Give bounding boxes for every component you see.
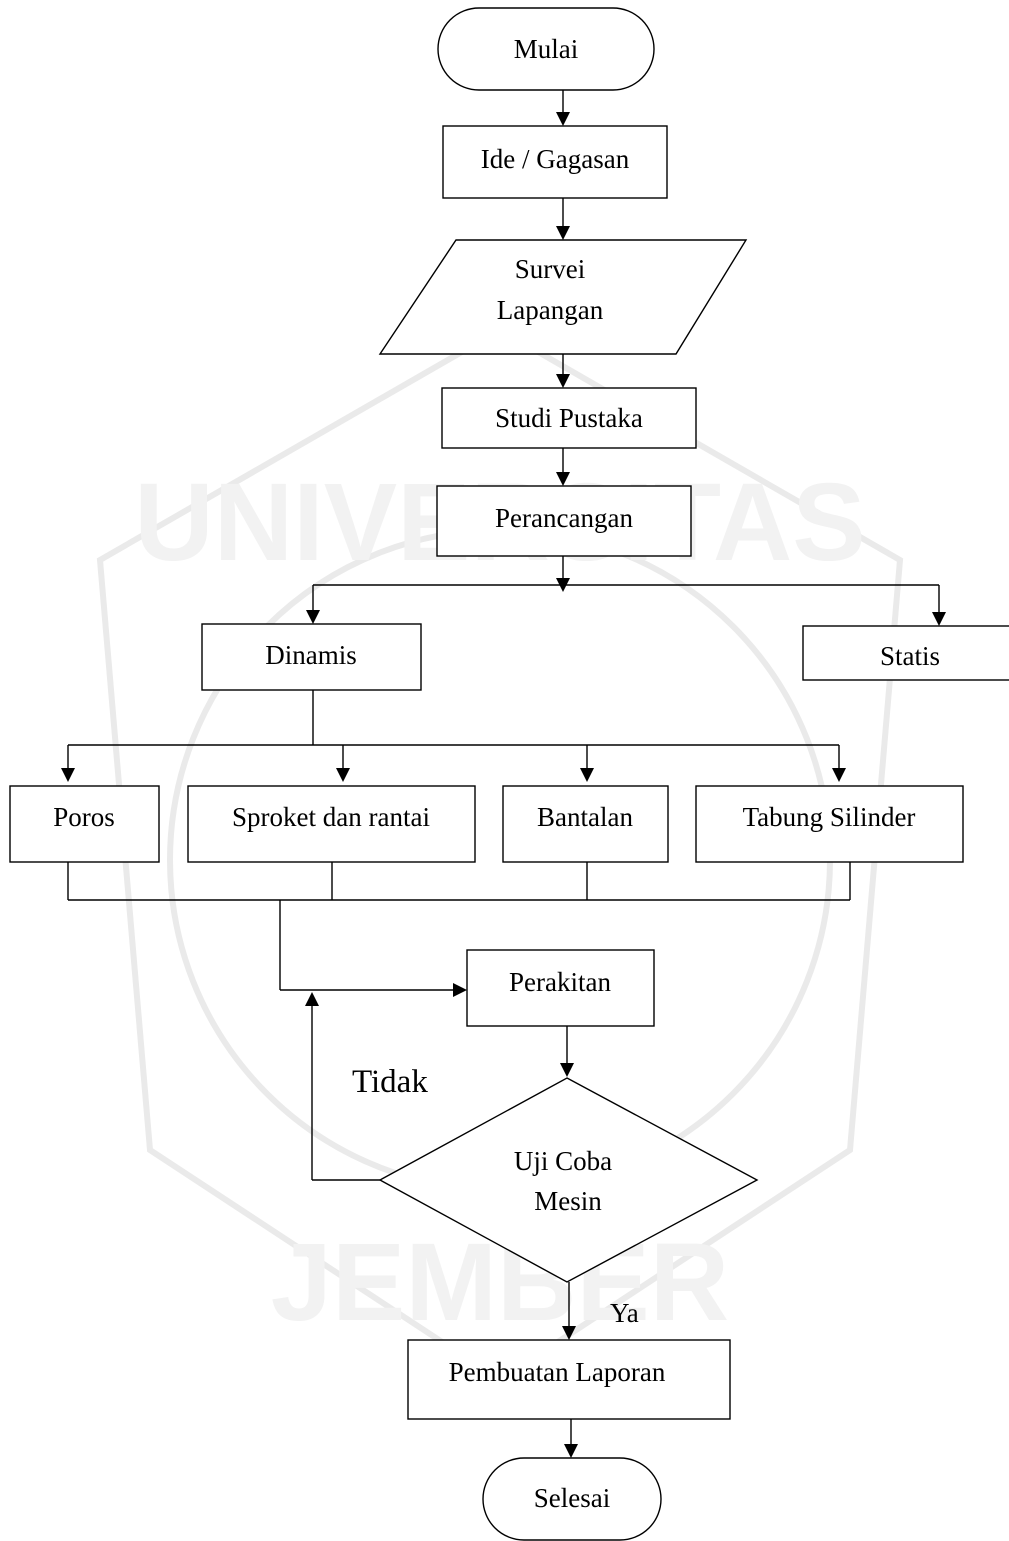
arrow-head-test-report [562,1326,576,1340]
yes-label: Ya [610,1298,639,1328]
end-terminator [482,1457,662,1541]
start-label: Mulai [514,34,579,64]
idea-label: Ide / Gagasan [481,144,630,174]
cylinder-box [695,785,964,863]
arrow-head-to-bearing [580,768,594,782]
start-terminator [437,7,655,91]
sprocket-label: Sproket dan rantai [232,802,430,832]
arrow-head-to-sprocket [336,768,350,782]
arrow-head-to-shaft [61,768,75,782]
survey-parallelogram [378,239,748,355]
report-box [407,1339,731,1420]
arrow-head-to-assembly [453,983,467,997]
survey-label-line1: Survei [515,254,586,284]
dynamic-box [201,623,422,691]
arrow-head-literature-design [556,472,570,486]
test-label-line2: Mesin [534,1186,602,1216]
arrow-head-assembly-test [560,1063,574,1077]
design-label: Perancangan [495,503,633,533]
arrow-head-to-static [932,612,946,626]
report-label: Pembuatan Laporan [449,1357,666,1387]
shaft-box [9,785,160,863]
literature-label: Studi Pustaka [495,403,643,433]
literature-box [441,387,697,449]
arrow-head-survey-literature [556,374,570,388]
static-box [802,625,1009,681]
end-label: Selesai [534,1483,610,1513]
arrow-head-to-cylinder [832,768,846,782]
dynamic-label: Dinamis [265,640,357,670]
assembly-box [466,949,655,1027]
arrow-head-to-dynamic [306,610,320,624]
static-label: Statis [880,641,940,671]
test-decision-diamond [378,1077,759,1283]
design-box [436,485,692,557]
survey-label-line2: Lapangan [497,295,604,325]
cylinder-label: Tabung Silinder [743,802,916,832]
no-label: Tidak [352,1064,428,1100]
bearing-label: Bantalan [537,802,633,832]
test-label-line1: Uji Coba [514,1146,612,1176]
arrow-head-report-end [564,1444,578,1458]
bearing-box [502,785,669,863]
idea-box [442,125,668,199]
assembly-label: Perakitan [509,967,611,997]
sprocket-box [187,785,476,863]
arrow-head-start-idea [556,112,570,126]
arrow-head-no-loop [305,992,319,1006]
shaft-label: Poros [53,802,115,832]
arrow-head-idea-survey [556,226,570,240]
